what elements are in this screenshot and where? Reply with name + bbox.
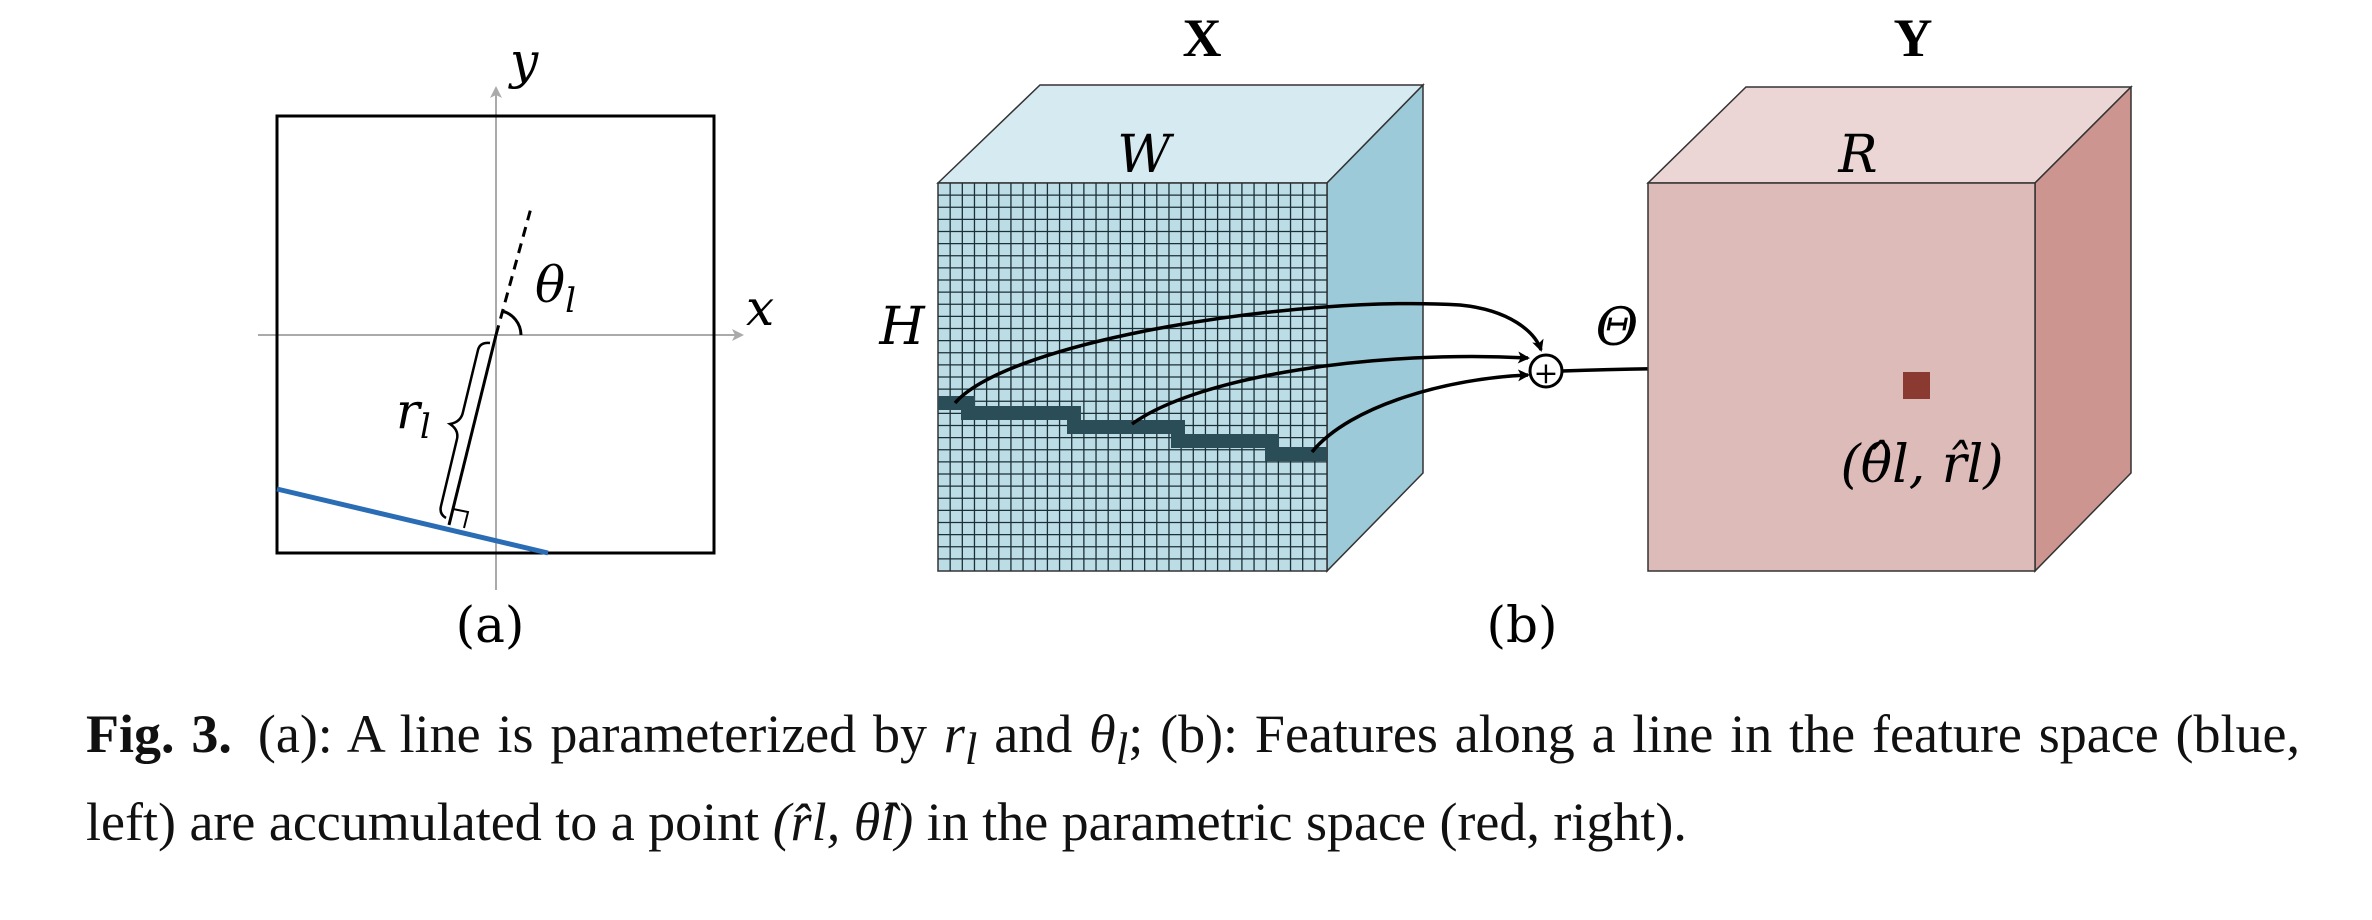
caption-theta-symbol: θ	[1089, 704, 1116, 764]
y-axis-label: y	[508, 32, 539, 90]
caption-label: Fig. 3.	[86, 704, 232, 764]
panel-b: X Y W H + R Θ (θ̂l, r̂l)	[878, 8, 2133, 654]
theta-arc	[501, 309, 523, 336]
x-axis-label: x	[746, 279, 774, 337]
feature-cube	[936, 83, 1425, 573]
height-label: H	[878, 297, 926, 357]
width-label: W	[1117, 125, 1174, 185]
point-label: (θ̂l, r̂l)	[1840, 435, 2003, 495]
feature-grid	[938, 183, 1327, 571]
angle-label: Θ	[1596, 298, 1639, 358]
caption-r-symbol: r	[943, 704, 965, 764]
normal-extension	[494, 207, 533, 336]
accumulate-arrow-3	[1310, 369, 1530, 454]
caption-point: (r̂l, θ̂l)	[772, 791, 914, 852]
image-frame	[275, 114, 716, 555]
input-tensor-title: X	[1183, 8, 1222, 68]
theta-subscript: l	[565, 281, 576, 321]
feature-line	[938, 396, 1327, 461]
theta-label: θl	[535, 256, 576, 321]
caption-part-3: in the parametric space (red, right).	[913, 791, 1687, 852]
accumulated-point	[1903, 372, 1930, 399]
sum-symbol: +	[1533, 356, 1558, 391]
r-symbol: r	[396, 382, 423, 440]
theta-symbol: θ	[535, 256, 565, 314]
caption-theta-subscript: l	[1115, 723, 1129, 774]
r-subscript: l	[420, 407, 431, 447]
caption-part-1: (a): A line is parameterized by	[257, 704, 944, 764]
r-brace	[439, 341, 491, 520]
figure-caption: Fig. 3. (a): A line is parameterized by r…	[86, 698, 2300, 859]
radius-label: R	[1837, 125, 1877, 185]
accumulate-arrow-1	[953, 301, 1544, 405]
sublabel-a: (a)	[456, 596, 525, 654]
panel-a: x y θl rl (a)	[258, 32, 774, 654]
caption-and: and	[977, 704, 1090, 764]
caption-r-subscript: l	[964, 723, 978, 774]
output-tensor-title: Y	[1894, 8, 1933, 68]
accumulate-arrow-2	[1130, 351, 1530, 426]
caption-part-2: ; (b): Features along a line in the feat…	[86, 704, 2301, 852]
right-angle-mark	[452, 508, 470, 529]
r-label: rl	[396, 382, 431, 447]
detected-line	[276, 486, 549, 556]
normal-segment	[447, 334, 498, 526]
param-cube-front	[1647, 182, 2036, 572]
param-cube	[1646, 85, 2133, 573]
sublabel-b: (b)	[1486, 596, 1557, 654]
